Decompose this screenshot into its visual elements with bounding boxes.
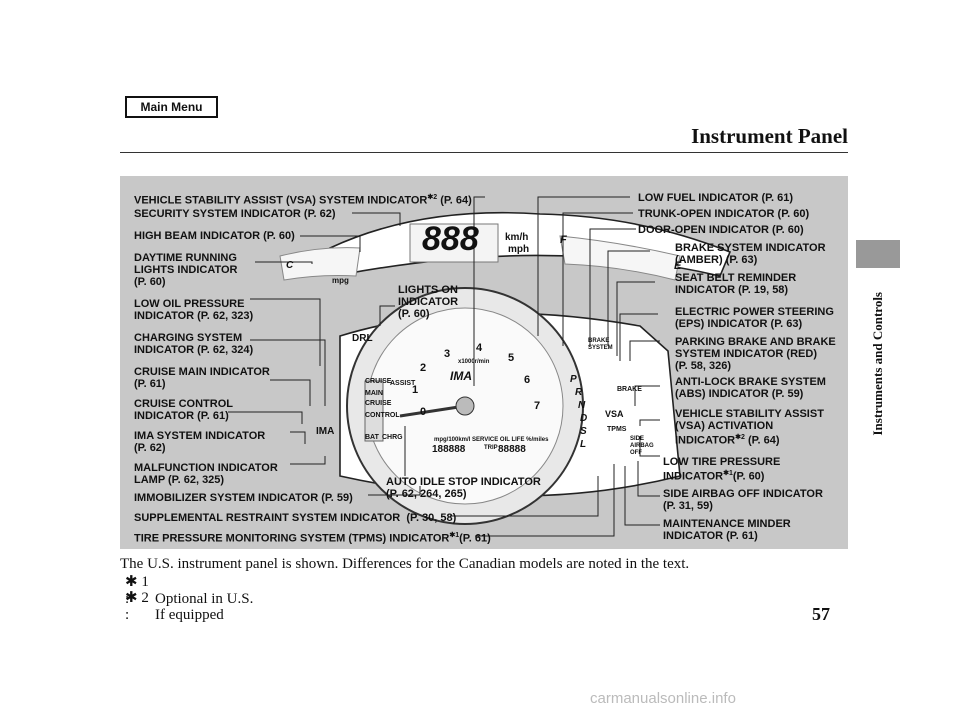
tach-2: 2: [420, 362, 427, 374]
charge-label: CHRG: [382, 434, 403, 441]
tach-6: 6: [524, 374, 531, 386]
label-ima-system: IMA SYSTEM INDICATOR (P. 62): [134, 430, 266, 454]
label-door-open: DOOR-OPEN INDICATOR (P. 60): [638, 224, 804, 236]
watermark: carmanualsonline.info: [590, 690, 736, 707]
title-divider: [120, 152, 848, 153]
cruise-main-indicator: CRUISE MAIN: [365, 378, 392, 397]
cruise-control-indicator: CRUISE CONTROL: [365, 400, 400, 419]
speed-unit-mph: mph: [508, 244, 530, 255]
vsa-indicator: VSA: [605, 409, 624, 419]
gear-s: S: [580, 426, 587, 437]
label-high-beam: HIGH BEAM INDICATOR (P. 60): [134, 230, 295, 242]
main-menu-button[interactable]: Main Menu: [125, 96, 218, 118]
label-cruise-control: CRUISE CONTROL INDICATOR (P. 61): [134, 398, 233, 422]
label-vsa-activation: VEHICLE STABILITY ASSIST (VSA) ACTIVATIO…: [675, 408, 824, 447]
label-cruise-main: CRUISE MAIN INDICATOR (P. 61): [134, 366, 270, 390]
page-number: 57: [812, 604, 830, 624]
label-daytime-running-lights: DAYTIME RUNNING LIGHTS INDICATOR (P. 60): [134, 252, 238, 288]
gear-n: N: [578, 400, 586, 411]
section-tab: [856, 240, 900, 268]
tach-unit: x1000r/min: [458, 359, 490, 365]
mpg-label: mpg: [332, 276, 349, 285]
label-parking-brake: PARKING BRAKE AND BRAKE SYSTEM INDICATOR…: [675, 336, 836, 372]
speed-unit-kmh: km/h: [505, 232, 529, 243]
section-label: Instruments and Controls: [870, 292, 885, 436]
label-seat-belt: SEAT BELT REMINDER INDICATOR (P. 19, 58): [675, 272, 797, 296]
tpms-indicator: TPMS: [607, 426, 627, 433]
drl-indicator: DRL: [352, 333, 373, 344]
label-srs: SUPPLEMENTAL RESTRAINT SYSTEM INDICATOR …: [134, 512, 457, 524]
tach-5: 5: [508, 352, 515, 364]
brake-system-indicator: BRAKE SYSTEM: [588, 338, 613, 351]
label-low-oil-pressure: LOW OIL PRESSURE INDICATOR (P. 62, 323): [134, 298, 254, 322]
label-immobilizer: IMMOBILIZER SYSTEM INDICATOR (P. 59): [134, 492, 353, 504]
label-maintenance-minder: MAINTENANCE MINDER INDICATOR (P. 61): [663, 518, 791, 542]
tach-1: 1: [412, 384, 419, 396]
label-lights-on: LIGHTS ON INDICATOR (P. 60): [398, 284, 459, 320]
label-abs: ANTI-LOCK BRAKE SYSTEM (ABS) INDICATOR (…: [675, 376, 826, 400]
ima-indicator: IMA: [316, 426, 335, 437]
temp-cold-mark: C: [286, 260, 294, 271]
label-brake-system-amber: BRAKE SYSTEM INDICATOR (AMBER) (P. 63): [675, 242, 826, 266]
bat-label: BAT: [365, 434, 379, 441]
ima-gauge-label: IMA: [450, 369, 472, 383]
label-low-fuel: LOW FUEL INDICATOR (P. 61): [638, 192, 794, 204]
tach-4: 4: [476, 342, 483, 354]
odometer-service-line: mpg/100km/l SERVICE OIL LIFE %/miles: [434, 437, 549, 443]
label-charging-system: CHARGING SYSTEM INDICATOR (P. 62, 324): [134, 332, 254, 356]
tach-0: 0: [420, 406, 427, 418]
label-eps: ELECTRIC POWER STEERING (EPS) INDICATOR …: [675, 306, 834, 330]
label-vsa-system: VEHICLE STABILITY ASSIST (VSA) SYSTEM IN…: [134, 194, 472, 207]
fuel-full-mark: F: [560, 234, 567, 246]
gear-p: P: [570, 374, 577, 385]
instrument-panel-diagram: 888 km/h mph F E C mpg DRL CRUISE MAIN C…: [120, 176, 848, 549]
footnote-1: ✱ 1 :Optional in U.S.: [125, 574, 254, 607]
instrument-cluster-illustration: [228, 196, 732, 537]
figure-caption: The U.S. instrument panel is shown. Diff…: [120, 556, 690, 572]
trip-label: TRIP: [484, 445, 498, 451]
label-auto-idle-stop: AUTO IDLE STOP INDICATOR (P. 62, 264, 26…: [386, 476, 541, 500]
label-side-airbag-off: SIDE AIRBAG OFF INDICATOR (P. 31, 59): [663, 488, 823, 512]
page-title: Instrument Panel: [691, 124, 848, 148]
gear-d: D: [580, 413, 588, 424]
footnote-2: ✱ 2 :If equipped: [125, 590, 224, 623]
label-trunk-open: TRUNK-OPEN INDICATOR (P. 60): [638, 208, 810, 220]
label-security-system: SECURITY SYSTEM INDICATOR (P. 62): [134, 208, 336, 220]
tach-7: 7: [534, 400, 541, 412]
tach-3: 3: [444, 348, 451, 360]
fuel-empty-mark: E: [674, 260, 682, 272]
trip-readout: 88888: [498, 444, 526, 455]
label-malfunction-lamp: MALFUNCTION INDICATOR LAMP (P. 62, 325): [134, 462, 278, 486]
assist-label: ASSIST: [390, 380, 416, 387]
brake-indicator: BRAKE: [617, 386, 642, 393]
odometer-readout: 188888: [432, 444, 466, 455]
gear-r: R: [575, 387, 583, 398]
side-airbag-off-indicator: SIDE AIRBAG OFF: [630, 436, 654, 456]
speed-digits: 888: [422, 220, 479, 258]
gear-l: L: [580, 439, 587, 450]
label-tpms: TIRE PRESSURE MONITORING SYSTEM (TPMS) I…: [134, 532, 491, 545]
